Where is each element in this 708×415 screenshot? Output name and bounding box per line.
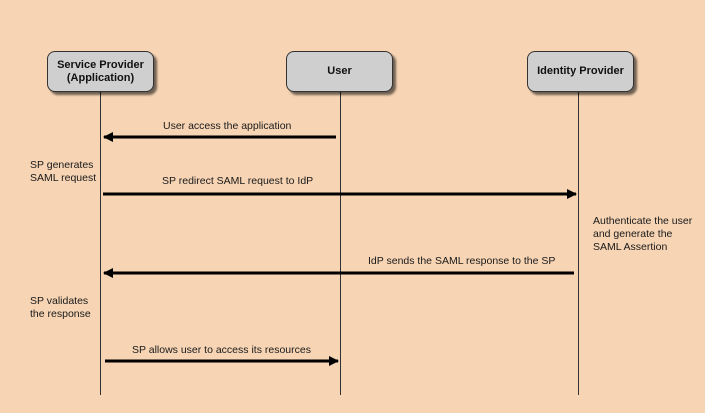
actor-service-provider-line2: (Application) [66,71,135,84]
actor-user-label: User [327,65,352,77]
actor-service-provider-line1: Service Provider [57,58,144,71]
note-sp-generates-line1: SP generates [30,159,94,171]
note-sp-validates-line2: the response [30,308,91,320]
note-sp-generates-line2: SAML request [30,172,97,184]
actor-user: User [286,51,393,92]
note-sp-validates: SP validates the response [30,295,91,321]
idp-lifeline [578,92,579,395]
actor-service-provider: Service Provider (Application) [47,51,154,92]
note-idp-authenticate: Authenticate the user and generate the S… [593,215,692,254]
note-idp-authenticate-line1: Authenticate the user [593,215,693,227]
message-label-1: User access the application [163,120,292,132]
note-sp-validates-line1: SP validates [30,295,89,307]
message-label-2: SP redirect SAML request to IdP [162,175,314,187]
user-lifeline [340,92,341,395]
sp-lifeline [100,92,101,395]
actor-identity-provider-label: Identity Provider [537,65,624,77]
message-label-4: SP allows user to access its resources [132,344,311,356]
message-label-3: IdP sends the SAML response to the SP [368,255,556,267]
note-sp-generates: SP generates SAML request [30,159,96,185]
note-idp-authenticate-line3: SAML Assertion [593,241,668,253]
actor-identity-provider: Identity Provider [527,51,634,92]
note-idp-authenticate-line2: and generate the [593,228,673,240]
